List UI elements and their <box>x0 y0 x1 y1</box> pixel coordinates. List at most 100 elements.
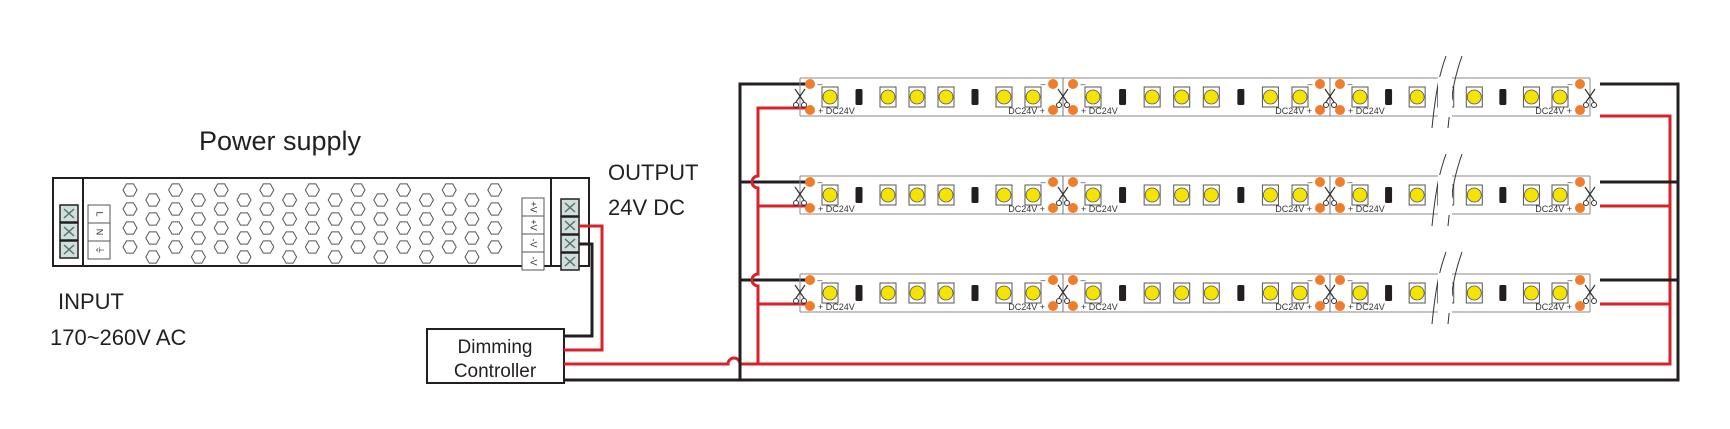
solder-pad-negative <box>1068 79 1078 89</box>
led-chip <box>1551 184 1569 206</box>
scissors-icon <box>793 284 807 304</box>
scissors-icon <box>1323 284 1337 304</box>
led-chip <box>1024 184 1042 206</box>
led-chip <box>908 184 926 206</box>
terminal-label-N: N <box>95 229 105 236</box>
solder-pad-negative <box>1575 177 1585 187</box>
led-chip <box>1465 86 1483 108</box>
voltage-label: + DC24V <box>1081 106 1118 116</box>
resistor <box>855 285 863 301</box>
led-chip <box>821 282 839 304</box>
polarity-minus: – <box>1040 79 1045 89</box>
polarity-minus: – <box>817 275 822 285</box>
vent-hole <box>396 183 412 197</box>
input-screw-1 <box>59 204 79 223</box>
led-chip <box>1084 86 1102 108</box>
vent-hole <box>304 240 320 254</box>
vent-hole <box>282 231 298 245</box>
terminal-label-vminus-2: -V <box>529 257 539 266</box>
input-terminal-labels: L N ⏚ <box>87 204 111 260</box>
led-chip <box>1291 86 1309 108</box>
led-chip <box>937 282 955 304</box>
polarity-minus: – <box>1080 177 1085 187</box>
vent-hole <box>464 193 480 207</box>
led-chip <box>1261 282 1279 304</box>
vent-hole <box>418 250 434 264</box>
vent-hole <box>282 193 298 207</box>
vent-hole <box>282 250 298 264</box>
voltage-label: DC24V + <box>1535 302 1572 312</box>
terminal-label-vplus-1: +V <box>529 201 539 212</box>
input-screw-terminals <box>59 204 79 259</box>
led-chip <box>821 86 839 108</box>
vent-hole <box>190 231 206 245</box>
led-strip-row: –+ DC24V–DC24V +–+ DC24V–DC24V +–+ DC24V… <box>793 55 1597 129</box>
vent-hole <box>168 202 184 216</box>
vent-hole <box>396 221 412 235</box>
break-gap <box>1438 273 1452 313</box>
polarity-minus: – <box>1040 177 1045 187</box>
controller-label-line2: Controller <box>454 361 537 382</box>
resistor <box>1499 187 1507 203</box>
voltage-label: DC24V + <box>1535 204 1572 214</box>
led-chip <box>1143 282 1161 304</box>
output-screw-4 <box>560 252 580 271</box>
solder-pad-positive <box>1335 203 1345 213</box>
vent-hole <box>441 240 457 254</box>
resistor <box>855 89 863 105</box>
polarity-minus: – <box>1307 79 1312 89</box>
break-mark <box>1447 55 1463 129</box>
resistor <box>971 187 979 203</box>
vent-hole <box>418 212 434 226</box>
vent-hole <box>122 221 138 235</box>
solder-pad-positive <box>805 301 815 311</box>
vent-hole <box>464 250 480 264</box>
vent-hole <box>487 221 503 235</box>
voltage-label: + DC24V <box>818 204 855 214</box>
led-chip <box>1351 282 1369 304</box>
terminal-label-vminus-1: -V <box>529 239 539 248</box>
vent-hole <box>168 221 184 235</box>
vent-hole <box>327 231 343 245</box>
led-chip <box>937 86 955 108</box>
wire-psu-positive <box>564 224 604 352</box>
led-chip <box>1202 282 1220 304</box>
power-supply: L N ⏚ +V +V -V -V <box>52 177 590 271</box>
solder-pad-positive <box>1335 105 1345 115</box>
vent-holes <box>122 183 503 264</box>
solder-pad-positive <box>1048 203 1058 213</box>
vent-hole <box>350 202 366 216</box>
wire-psu-negative <box>564 242 594 338</box>
vent-hole <box>373 212 389 226</box>
scissors-icon <box>1056 284 1070 304</box>
output-screw-terminals <box>560 198 580 271</box>
solder-pad-positive <box>1068 301 1078 311</box>
solder-pad-negative <box>805 79 815 89</box>
scissors-icon <box>1056 186 1070 206</box>
resistor <box>1237 187 1245 203</box>
vent-hole <box>259 221 275 235</box>
led-chip <box>995 184 1013 206</box>
led-chip <box>1351 86 1369 108</box>
vent-hole <box>145 231 161 245</box>
resistor <box>1385 285 1393 301</box>
vent-hole <box>441 221 457 235</box>
input-screw-3 <box>59 240 79 259</box>
terminal-label-L: L <box>95 211 105 216</box>
led-chip <box>1408 86 1426 108</box>
led-strip-row: –+ DC24V–DC24V +–+ DC24V–DC24V +–+ DC24V… <box>793 153 1597 227</box>
resistor <box>1119 285 1127 301</box>
led-chip <box>1522 86 1540 108</box>
polarity-minus: – <box>1080 275 1085 285</box>
solder-pad-negative <box>1048 79 1058 89</box>
led-chip <box>1261 86 1279 108</box>
voltage-label: + DC24V <box>818 106 855 116</box>
led-chip <box>1465 282 1483 304</box>
polarity-minus: – <box>817 177 822 187</box>
vent-hole <box>350 240 366 254</box>
solder-pad-negative <box>1315 79 1325 89</box>
scissors-icon <box>1323 186 1337 206</box>
polarity-minus: – <box>817 79 822 89</box>
voltage-label: DC24V + <box>1008 302 1045 312</box>
